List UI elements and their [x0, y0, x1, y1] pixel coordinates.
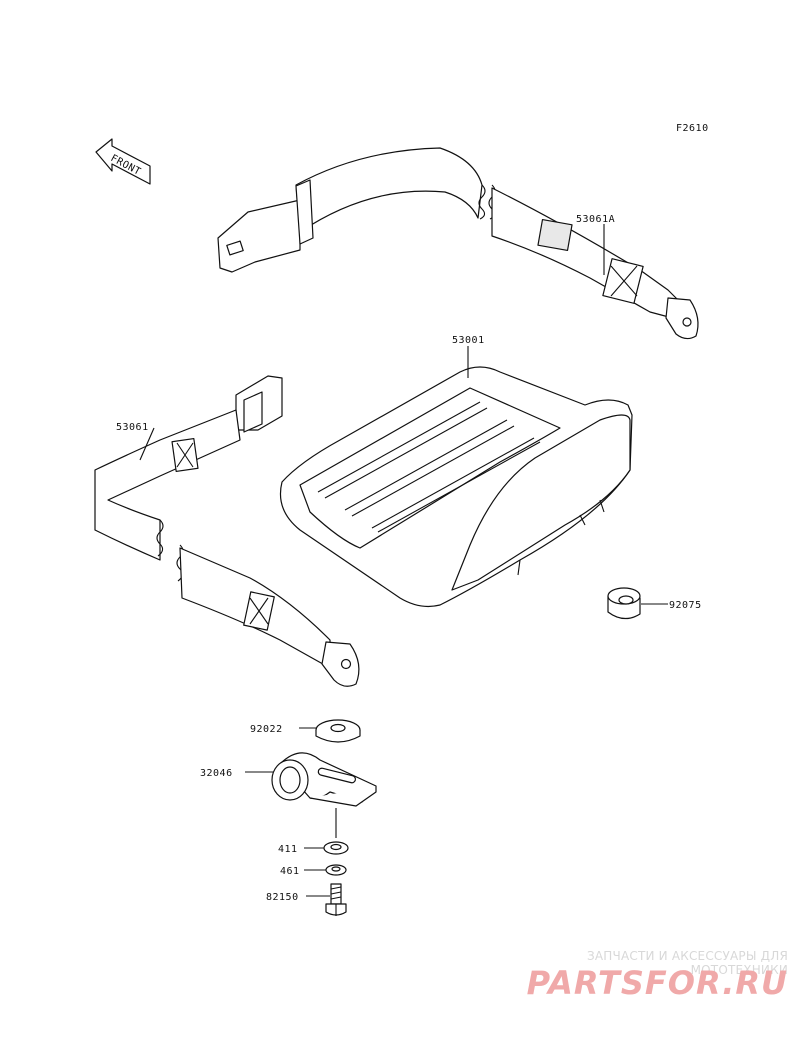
label-damper: 92075 [669, 600, 702, 611]
washer-large [315, 719, 361, 743]
bracket [271, 752, 377, 807]
washer [323, 841, 349, 855]
label-washer-large: 92022 [250, 724, 283, 735]
front-arrow-icon: FRONT [95, 138, 151, 185]
label-strap-lower: 53061 [116, 422, 149, 433]
strap-lower [94, 375, 360, 687]
watermark-tagline: ЗАПЧАСТИ И АКСЕССУАРЫ ДЛЯ МОТОТЕХНИКИ [587, 949, 788, 977]
tray [279, 366, 633, 608]
label-tray: 53001 [452, 335, 485, 346]
damper [607, 587, 641, 620]
label-strap-upper: 53061A [576, 214, 615, 225]
label-bolt: 82150 [266, 892, 299, 903]
strap-upper [217, 147, 699, 340]
label-lock-washer: 461 [280, 866, 300, 877]
figure-code: F2610 [676, 123, 709, 134]
label-bracket: 32046 [200, 768, 233, 779]
watermark-logo: PARTSFOR.RU [526, 964, 788, 1002]
lock-washer [325, 864, 347, 876]
bolt-icon [325, 883, 347, 916]
label-washer: 411 [278, 844, 298, 855]
leader-strap-lower [139, 427, 155, 461]
